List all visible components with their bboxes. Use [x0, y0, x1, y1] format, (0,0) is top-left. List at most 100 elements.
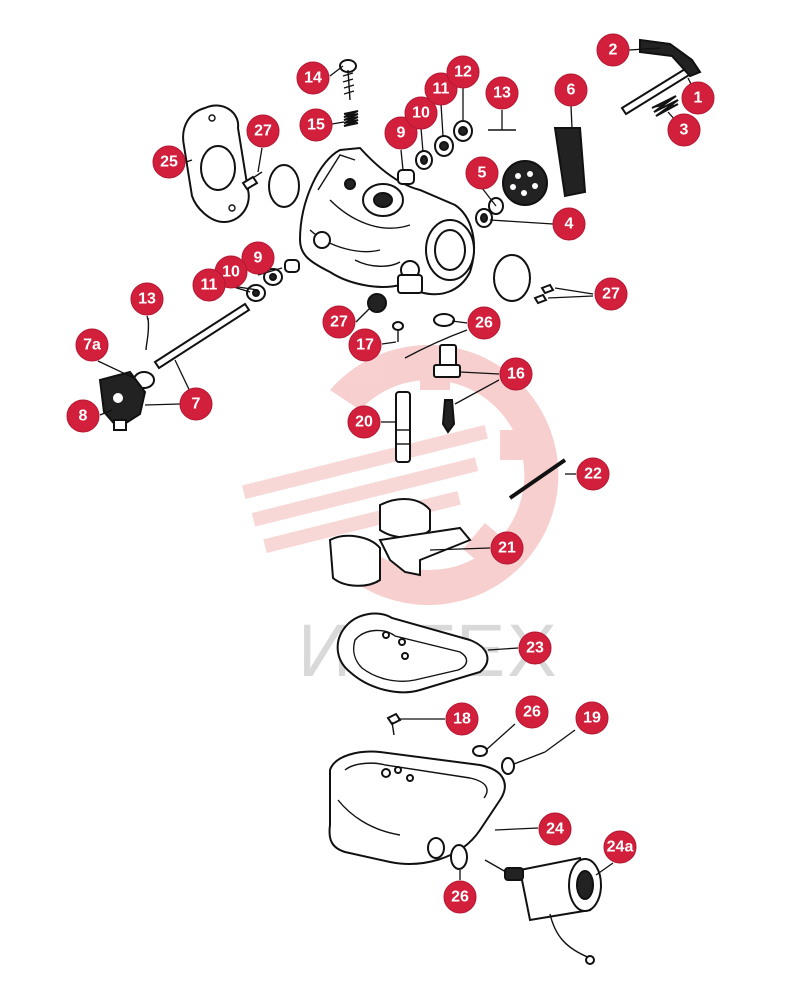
callout-26-mid: 26: [515, 695, 549, 729]
callout-13-upper: 13: [485, 76, 519, 110]
spring-15: [343, 110, 359, 127]
callout-18: 18: [445, 702, 479, 736]
throttle-disc-left: [268, 164, 300, 208]
callout-6: 6: [554, 73, 588, 107]
gasket-23: [336, 612, 489, 694]
svg-text:26: 26: [523, 704, 541, 721]
svg-text:24: 24: [546, 821, 564, 838]
callout-3: 3: [667, 113, 701, 147]
shaft-7: [153, 302, 251, 370]
callout-9-left: 9: [241, 241, 275, 275]
callout-16: 16: [499, 357, 533, 391]
svg-text:10: 10: [222, 264, 240, 281]
float-bowl-24: [328, 712, 506, 865]
callout-5: 5: [465, 156, 499, 190]
carburetor-body: [298, 146, 475, 296]
svg-text:2: 2: [609, 42, 618, 59]
washer-26-top: [433, 313, 455, 327]
bushings-left: [246, 259, 300, 302]
callout-10-upper: 10: [404, 96, 438, 130]
lever-8: [98, 370, 147, 431]
screw-14: [339, 59, 357, 101]
screw-27-top: [241, 171, 263, 191]
callout-24: 24: [538, 812, 572, 846]
callout-13-left: 13: [130, 282, 164, 316]
callout-22: 22: [576, 457, 610, 491]
svg-text:14: 14: [304, 70, 322, 87]
callout-11-upper: 11: [424, 72, 458, 106]
svg-text:10: 10: [412, 105, 430, 122]
svg-text:13: 13: [138, 291, 156, 308]
callout-2: 2: [596, 33, 630, 67]
callout-14: 14: [296, 61, 330, 95]
svg-text:17: 17: [356, 337, 374, 354]
screw-19: [501, 751, 546, 775]
svg-text:6: 6: [567, 82, 576, 99]
callout-4: 4: [552, 207, 586, 241]
shaft-1: [620, 38, 702, 117]
svg-text:7: 7: [192, 396, 201, 413]
callout-27-top: 27: [246, 114, 280, 148]
needle-valve-16: [433, 344, 461, 434]
callout-8: 8: [66, 399, 100, 433]
svg-text:22: 22: [584, 466, 602, 483]
svg-text:11: 11: [433, 81, 450, 98]
callout-1: 1: [681, 81, 715, 115]
bushings-upper: [397, 120, 473, 185]
svg-text:27: 27: [602, 286, 620, 303]
svg-text:15: 15: [307, 117, 325, 134]
gasket-25: [182, 104, 250, 224]
svg-text:19: 19: [583, 710, 601, 727]
washer-26-mid: [472, 745, 488, 757]
callout-26-bottom: 26: [443, 880, 477, 914]
svg-text:25: 25: [160, 154, 178, 171]
callout-11-left: 11: [192, 268, 226, 302]
svg-text:12: 12: [454, 64, 472, 81]
svg-text:11: 11: [201, 277, 218, 294]
svg-text:21: 21: [498, 540, 516, 557]
callout-27-right: 27: [594, 277, 628, 311]
callout-19: 19: [575, 701, 609, 735]
plug-27: [367, 293, 387, 313]
svg-text:26: 26: [451, 889, 469, 906]
screws-27-right: [533, 283, 555, 305]
callout-25: 25: [152, 145, 186, 179]
svg-text:24a: 24a: [607, 839, 634, 856]
svg-text:20: 20: [355, 414, 373, 431]
svg-text:9: 9: [397, 125, 406, 142]
svg-text:13: 13: [493, 85, 511, 102]
svg-text:27: 27: [254, 123, 272, 140]
callout-17: 17: [348, 328, 382, 362]
callout-7: 7: [179, 387, 213, 421]
svg-text:23: 23: [526, 640, 544, 657]
callout-12: 12: [446, 55, 480, 89]
svg-text:4: 4: [565, 216, 574, 233]
jet-20: [395, 391, 411, 463]
callout-7a: 7a: [75, 328, 109, 362]
pin-13-left: [145, 317, 150, 351]
svg-text:7a: 7a: [83, 337, 101, 354]
svg-text:18: 18: [453, 711, 471, 728]
callout-23: 23: [518, 631, 552, 665]
callout-26-top: 26: [467, 306, 501, 340]
svg-text:1: 1: [694, 90, 703, 107]
svg-text:27: 27: [330, 314, 348, 331]
svg-text:3: 3: [680, 122, 689, 139]
callout-27-center: 27: [322, 305, 356, 339]
svg-text:26: 26: [475, 315, 493, 332]
callout-9-upper: 9: [384, 116, 418, 150]
callout-21: 21: [490, 531, 524, 565]
svg-text:5: 5: [478, 165, 487, 182]
washer-26-bottom: [450, 844, 468, 870]
lever-6: [502, 127, 587, 206]
float-21: [328, 498, 472, 587]
callout-15: 15: [299, 108, 333, 142]
callout-24a: 24a: [603, 830, 637, 864]
throttle-disc-right: [493, 254, 531, 302]
svg-text:8: 8: [79, 408, 88, 425]
leader-lines: [97, 47, 699, 880]
pin-22: [508, 458, 567, 500]
callout-20: 20: [347, 405, 381, 439]
svg-text:16: 16: [507, 366, 525, 383]
